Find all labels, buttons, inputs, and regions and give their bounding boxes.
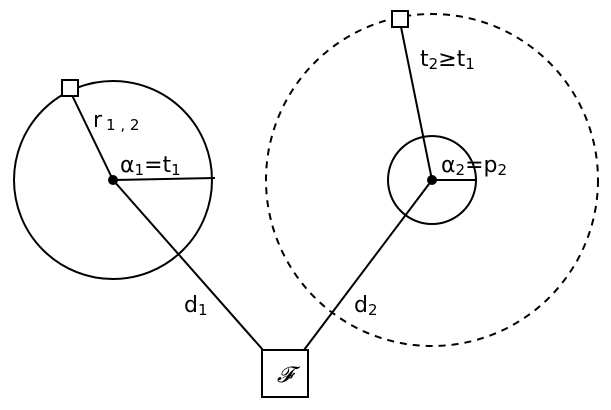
right-square-node [391, 10, 409, 28]
left-alpha-ray [112, 177, 216, 181]
left-circle [13, 80, 213, 280]
right-radius-t2 [399, 21, 433, 181]
label-alpha2: α2=p2 [441, 153, 507, 179]
f-node-box [261, 349, 309, 398]
label-d2: d2 [354, 293, 378, 319]
label-alpha1: α1=t1 [120, 153, 181, 179]
label-t2-ge-t1: t2≥t1 [420, 47, 475, 73]
right-dashed-circle [265, 13, 599, 347]
edge-d2 [303, 179, 433, 351]
label-d1: d1 [184, 293, 208, 319]
label-r12-sub: 1 , 2 [106, 116, 139, 134]
edge-d1 [112, 179, 264, 351]
left-square-node [61, 79, 79, 97]
left-radius-r12 [69, 90, 114, 181]
label-r12-main: r [93, 108, 103, 133]
